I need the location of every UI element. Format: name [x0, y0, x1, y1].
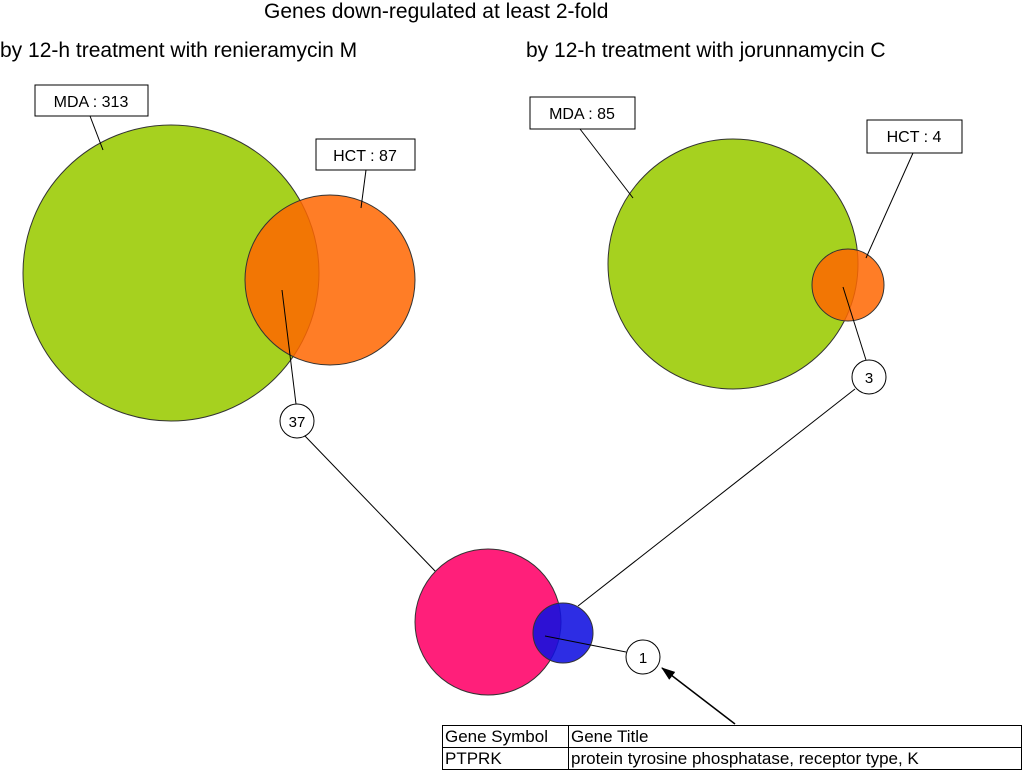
right-overlap-count: 3 — [865, 370, 873, 387]
right-overlap-badge — [851, 359, 887, 395]
gene-title-header: Gene Title — [568, 725, 1022, 748]
left-overlap-badge — [279, 403, 315, 439]
left-mda-leader — [89, 115, 104, 151]
bottom-venn: 1 — [414, 548, 661, 696]
right-to-bottom-connector — [577, 388, 856, 607]
gene-title-cell: protein tyrosine phosphatase, receptor t… — [568, 747, 1022, 770]
bottom-overlap-badge — [625, 639, 661, 675]
right-mda-leader — [579, 128, 634, 199]
right-hct-label-box — [866, 119, 963, 154]
right-venn: MDA : 85 HCT : 4 3 — [529, 96, 963, 395]
right-hct-label: HCT : 4 — [887, 129, 942, 146]
diagram-title: Genes down-regulated at least 2-fold — [264, 0, 609, 23]
bottom-overlap-leader — [544, 635, 627, 653]
gene-table: Gene Symbol Gene Title PTPRK protein tyr… — [442, 725, 1022, 770]
right-hct-leader — [865, 152, 914, 259]
left-hct-label: HCT : 87 — [333, 148, 397, 165]
right-panel-subtitle: by 12-h treatment with jorunnamycin C — [526, 39, 886, 62]
left-mda-label: MDA : 313 — [54, 94, 129, 111]
left-hct-leader — [360, 169, 367, 209]
right-mda-label-box — [529, 96, 636, 130]
right-hct-circle — [811, 248, 885, 322]
gene-table-header-row: Gene Symbol Gene Title — [442, 725, 1022, 748]
table-pointer-arrow — [661, 667, 736, 725]
left-mda-label-box — [34, 84, 149, 117]
left-overlap-leader — [281, 289, 297, 405]
left-panel-subtitle: by 12-h treatment with renieramycin M — [0, 39, 358, 62]
gene-symbol-header: Gene Symbol — [442, 725, 569, 748]
gene-table-row: PTPRK protein tyrosine phosphatase, rece… — [442, 747, 1022, 770]
right-overlap-leader — [842, 286, 867, 361]
left-venn: MDA : 313 HCT : 87 37 — [22, 84, 416, 439]
left-to-bottom-connector — [304, 435, 437, 573]
gene-symbol-cell: PTPRK — [442, 747, 569, 770]
right-mda-label: MDA : 85 — [549, 106, 615, 123]
bottom-right-set-circle — [532, 602, 594, 664]
left-overlap-count: 37 — [289, 414, 306, 431]
left-hct-label-box — [315, 138, 416, 171]
left-hct-circle — [244, 194, 416, 366]
bottom-overlap-count: 1 — [639, 650, 647, 667]
